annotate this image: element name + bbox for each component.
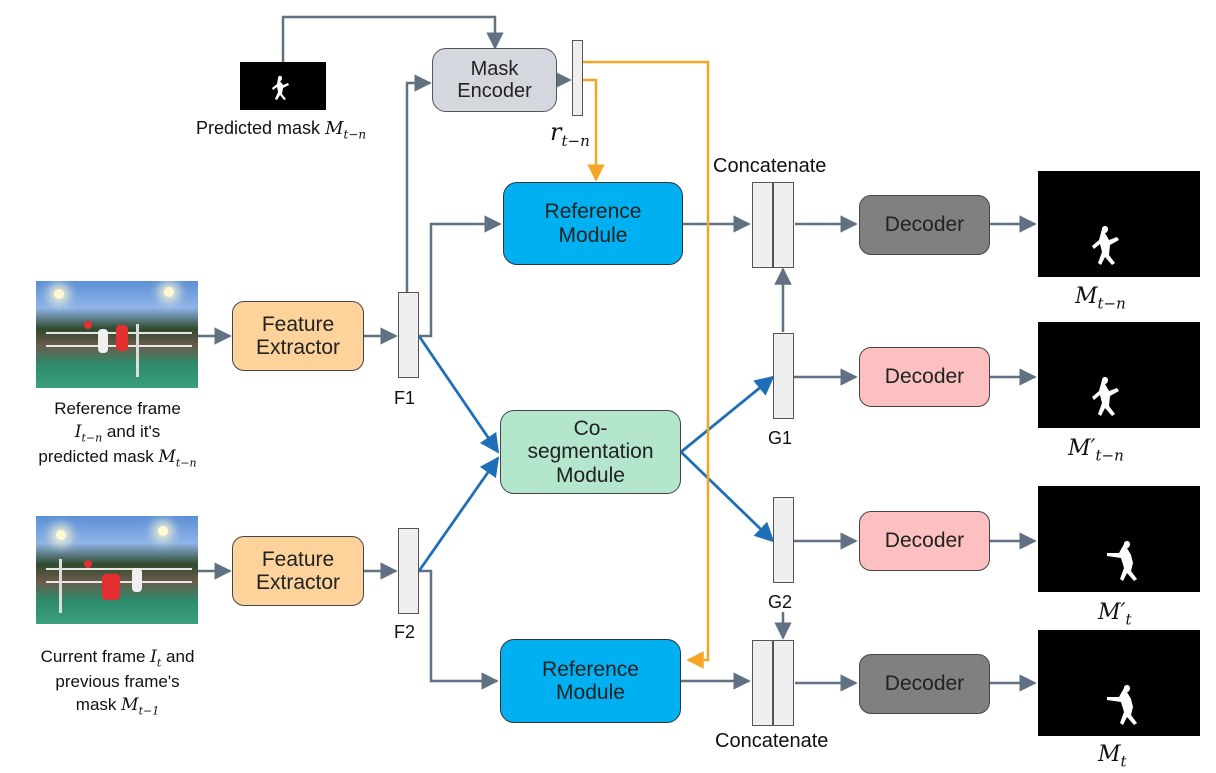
concat-bottom-left [752,640,773,726]
current-frame-image [36,516,198,624]
arrow-coseg-to-g2 [680,450,775,543]
cosegmentation-module-label: Co- segmentation Module [527,417,654,487]
g1-feature-map [773,333,794,419]
cosegmentation-module: Co- segmentation Module [500,410,681,494]
silhouette-icon [1092,377,1119,416]
f2-label: F2 [394,622,416,642]
silhouette-icon [272,75,289,100]
reference-module-top: Reference Module [503,182,683,265]
predicted-mask-image [240,62,326,110]
arrow-f1-to-coseg [417,335,500,454]
feature-extractor-1: Feature Extractor [232,301,364,371]
current-caption-line2: previous frame's [55,672,180,692]
arrow-mask-to-encoder [281,15,504,62]
decoder-1: Decoder [859,195,990,255]
r-feature-vector [572,40,583,116]
current-caption-math-i: It [150,647,162,670]
feature-extractor-2-label: Feature Extractor [255,547,341,594]
f1-feature-map [398,292,419,378]
f1-label: F1 [394,388,416,408]
arrow-f2-to-ref-bottom [419,569,499,690]
current-frame-caption: Current frame It and previous frame's ma… [10,646,225,719]
reference-frame-caption: Reference frame It−n and it's predicted … [10,398,225,471]
silhouette-icon [1092,226,1119,265]
decoder-3-label: Decoder [884,529,965,553]
reference-module-top-label: Reference Module [544,200,642,247]
reference-caption-line3: predicted mask [38,447,159,467]
g2-feature-map [773,497,794,583]
silhouette-icon [1107,541,1137,581]
current-caption-math-m: Mt−1 [121,695,160,718]
mask-encoder-label: Mask Encoder [457,58,532,102]
feature-extractor-2: Feature Extractor [232,536,364,606]
output-4-label: Mt [1098,742,1127,771]
output-1-label: Mt−n [1075,284,1126,313]
decoder-4: Decoder [859,654,990,714]
output-mask-4 [1038,630,1200,736]
current-caption-line1-tail: and [161,647,195,666]
reference-caption-math-i: It−n [74,421,103,445]
silhouette-icon [1107,685,1137,725]
concat-top-right [773,182,794,268]
arrow-f2-to-coseg [417,456,500,572]
g2-label: G2 [768,592,793,612]
concatenate-bottom-label: Concatenate [715,730,829,752]
decoder-4-label: Decoder [884,672,965,696]
reference-caption-math-m: Mt−n [158,447,197,470]
concat-top-left [752,182,773,268]
arrow-r-to-ref-bottom [583,60,710,669]
predicted-mask-label: Predicted mask [196,118,321,138]
arrow-r-to-ref-top [583,78,605,182]
decoder-3: Decoder [859,511,990,571]
current-caption-line1: Current frame [40,647,151,666]
r-label: rt−n [550,118,590,150]
reference-module-bottom-label: Reference Module [542,657,639,704]
output-2-label: M′t−n [1068,436,1124,465]
decoder-2: Decoder [859,347,990,407]
output-3-label: M′t [1098,600,1132,629]
concatenate-top-label: Concatenate [713,155,827,177]
decoder-1-label: Decoder [884,213,965,237]
reference-caption-line2: and it's [102,421,161,441]
predicted-mask-math: Mt−n [325,118,367,142]
feature-extractor-1-label: Feature Extractor [255,312,341,359]
output-mask-3 [1038,486,1200,592]
reference-frame-image [36,281,198,388]
g1-label: G1 [768,428,793,448]
mask-encoder-box: Mask Encoder [432,48,557,112]
decoder-2-label: Decoder [884,365,965,389]
concat-bottom-right [773,640,794,726]
arrow-f1-to-encoder [405,74,432,292]
current-caption-line3: mask [75,695,122,715]
output-mask-2 [1038,322,1200,428]
output-mask-1 [1038,171,1200,277]
reference-caption-line1: Reference frame [54,399,181,418]
f2-feature-map [398,528,419,614]
arrow-f1-to-ref-top [419,215,502,338]
reference-module-bottom: Reference Module [500,639,681,723]
arrow-coseg-to-g1 [680,375,775,454]
predicted-mask-caption: Predicted mask Mt−n [196,118,396,142]
